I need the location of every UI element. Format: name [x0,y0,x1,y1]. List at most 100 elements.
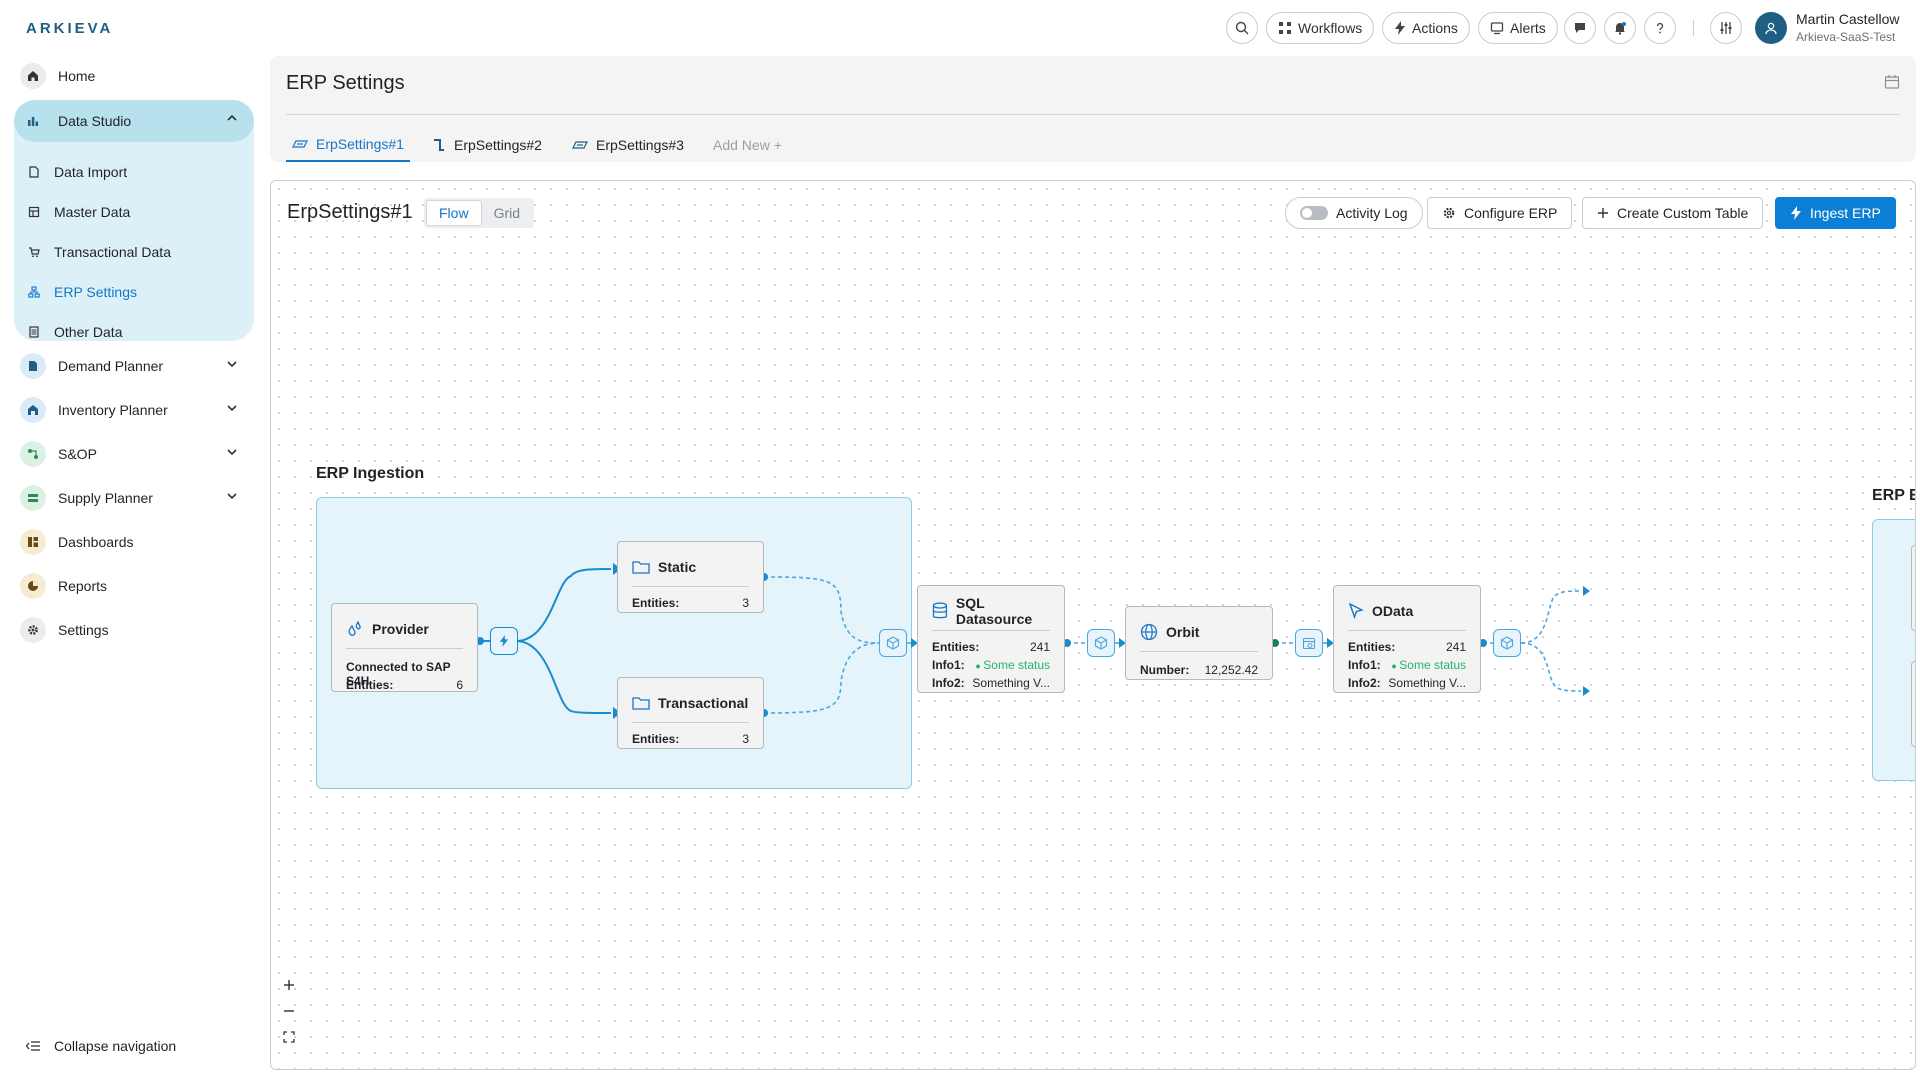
cube-pill[interactable] [1493,629,1521,657]
collapse-navigation-button[interactable]: Collapse navigation [26,1038,176,1054]
sidebar-item-data-studio[interactable]: Data Studio [14,100,254,142]
schedule-pill[interactable] [1295,629,1323,657]
entities-label: Entities: [932,640,980,654]
ingest-erp-button[interactable]: Ingest ERP [1775,197,1896,229]
workflows-button[interactable]: Workflows [1266,12,1375,44]
user-icon [1765,22,1777,35]
sidebar-item-sop[interactable]: S&OP [14,434,254,474]
info2-label: Info2: [932,676,965,690]
avatar[interactable] [1755,12,1787,44]
sliders-icon [1720,22,1732,34]
sidebar-item-data-import[interactable]: Data Import [20,157,127,187]
arrow-head [1327,638,1334,648]
info1-label: Info1: [932,658,965,672]
port-dot [1271,639,1279,647]
node-row: Entities: 241 [1348,640,1466,654]
entities-value: 6 [456,678,463,692]
node-header: Orbit [1140,619,1199,645]
node-static[interactable]: Static Entities: 3 [617,541,764,613]
info2-value: Something V... [972,676,1050,690]
settings-sliders-button[interactable] [1710,12,1742,44]
create-custom-table-button[interactable]: Create Custom Table [1582,197,1764,229]
activity-log-toggle[interactable]: Activity Log [1285,197,1423,229]
edge-hub-transactional [515,640,612,714]
node-orbit[interactable]: Orbit Number: 12,252.42 [1125,606,1273,680]
node-title: Provider [372,621,429,637]
create-custom-table-label: Create Custom Table [1617,205,1749,221]
tab-erpsettings-2[interactable]: ErpSettings#2 [432,128,542,162]
node-sql-datasource[interactable]: SQL Datasource Entities: 241 Info1: Some… [917,585,1065,693]
user-name[interactable]: Martin Castellow [1796,11,1900,27]
edge-odata-export-2 [1520,642,1582,692]
sidebar-item-master-data[interactable]: Master Data [20,197,130,227]
flow-connectors [476,563,1590,719]
chevron-down-icon [227,493,237,500]
workflows-icon [1279,22,1291,34]
workflows-label: Workflows [1298,20,1363,36]
node-odata[interactable]: OData Entities: 241 Info1: Some status I… [1333,585,1481,693]
node-provider[interactable]: Provider Connected to SAP S4H Entities: … [331,603,478,692]
sidebar-item-transactional-data[interactable]: Transactional Data [20,237,171,267]
alerts-icon [1490,22,1504,35]
entities-value: 241 [1445,640,1466,654]
zoom-in-button[interactable] [281,977,297,993]
actions-button[interactable]: Actions [1382,12,1470,44]
node-row: Info1: Some status [1348,658,1466,672]
cube-pill[interactable] [879,629,907,657]
zoom-out-button[interactable] [281,1003,297,1019]
configure-erp-button[interactable]: Configure ERP [1427,197,1573,229]
calendar-icon[interactable] [1884,74,1900,90]
partial-node[interactable] [1911,661,1915,747]
entities-value: 3 [742,732,749,746]
node-header: SQL Datasource [932,595,1064,627]
bolt-icon [499,635,509,647]
arrow-head [911,638,918,648]
hub-bolt-pill[interactable] [490,627,518,655]
toggle-switch[interactable] [1300,206,1328,220]
sidebar-item-label: ERP Settings [54,284,138,300]
fit-view-button[interactable] [281,1029,297,1045]
node-header: Provider [346,616,429,642]
chevron-up-icon [227,114,237,121]
sidebar-item-inventory-planner[interactable]: Inventory Planner [14,390,254,430]
sidebar-item-reports[interactable]: Reports [14,566,254,606]
search-button[interactable] [1226,12,1258,44]
collapse-icon [26,1041,40,1051]
cube-icon [886,636,900,650]
info1-label: Info1: [1348,658,1381,672]
chat-button[interactable] [1564,12,1596,44]
node-row: Info2: Something V... [1348,676,1466,690]
node-transactional[interactable]: Transactional Entities: 3 [617,677,764,749]
top-bar: ARKIEVA Workflows Actions Alerts Martin … [0,0,1920,56]
dashboard-icon [20,529,46,555]
entities-value: 3 [742,596,749,610]
app-logo[interactable]: ARKIEVA [26,20,114,37]
tab-erpsettings-1[interactable]: ErpSettings#1 [286,128,410,162]
tab-add-new[interactable]: Add New + [713,137,782,153]
tab-erpsettings-3[interactable]: ErpSettings#3 [572,128,684,162]
cube-pill[interactable] [1087,629,1115,657]
node-header: Static [632,554,696,580]
sidebar-item-dashboards[interactable]: Dashboards [14,522,254,562]
status-badge: Some status [1391,658,1466,672]
notifications-button[interactable] [1604,12,1636,44]
sidebar-item-supply-planner[interactable]: Supply Planner [14,478,254,518]
fit-view-icon [283,1031,295,1043]
edge-static-pill [763,576,880,644]
grid-view-button[interactable]: Grid [493,205,521,221]
sidebar-item-erp-settings[interactable]: ERP Settings [20,277,137,307]
sidebar-item-demand-planner[interactable]: Demand Planner [14,346,254,386]
node-header: Transactional [632,690,748,716]
entities-label: Entities: [346,678,394,692]
sidebar-item-other-data[interactable]: Other Data [20,317,122,347]
alerts-button[interactable]: Alerts [1478,12,1558,44]
group-label-erp-e: ERP E [1872,487,1916,504]
sidebar-item-label: Home [58,68,96,84]
chevron-down-icon [227,405,237,412]
help-button[interactable] [1644,12,1676,44]
flow-view-button[interactable]: Flow [426,200,482,226]
flow-canvas[interactable]: ErpSettings#1 Flow Grid Activity Log Con… [270,180,1916,1070]
sidebar-item-settings[interactable]: Settings [14,610,254,650]
sidebar-item-home[interactable]: Home [14,56,254,96]
partial-node[interactable] [1911,545,1915,631]
